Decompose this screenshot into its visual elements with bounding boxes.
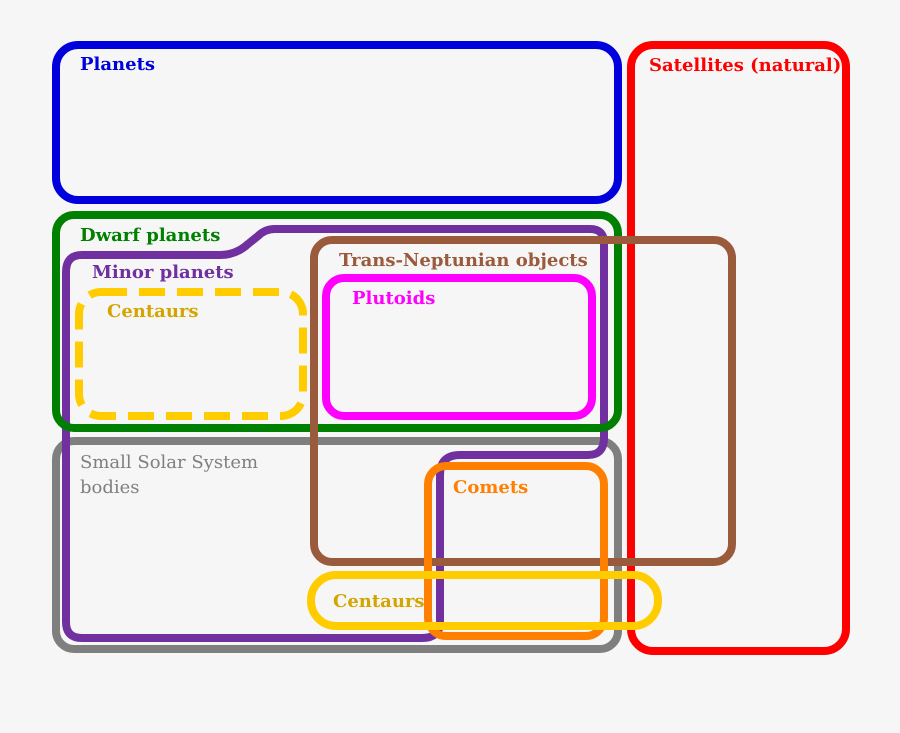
sssb-boundary xyxy=(52,437,622,653)
dwarf-planets-label: Dwarf planets xyxy=(80,225,220,246)
plutoids-label: Plutoids xyxy=(352,288,435,309)
satellites-label: Satellites (natural) xyxy=(649,55,841,76)
sssb-label-line2: bodies xyxy=(80,477,140,498)
dwarf-planets-boundary xyxy=(52,211,622,432)
minor-planets-boundary xyxy=(62,225,608,642)
centaurs-solid-label: Centaurs xyxy=(333,591,425,612)
comets-boundary xyxy=(424,462,608,640)
tno-label: Trans-Neptunian objects xyxy=(339,250,588,271)
comets-label: Comets xyxy=(453,477,528,498)
tno-boundary xyxy=(310,236,736,566)
minor-planets-label: Minor planets xyxy=(92,262,234,283)
sssb-label-line1: Small Solar System xyxy=(80,452,258,473)
centaurs-solid-boundary xyxy=(307,571,662,630)
centaurs-dashed-boundary xyxy=(75,288,307,420)
centaurs-dashed-label: Centaurs xyxy=(107,301,199,322)
planets-boundary xyxy=(52,41,622,204)
plutoids-boundary xyxy=(322,274,596,420)
satellites-boundary xyxy=(627,41,850,655)
planets-label: Planets xyxy=(80,54,155,75)
